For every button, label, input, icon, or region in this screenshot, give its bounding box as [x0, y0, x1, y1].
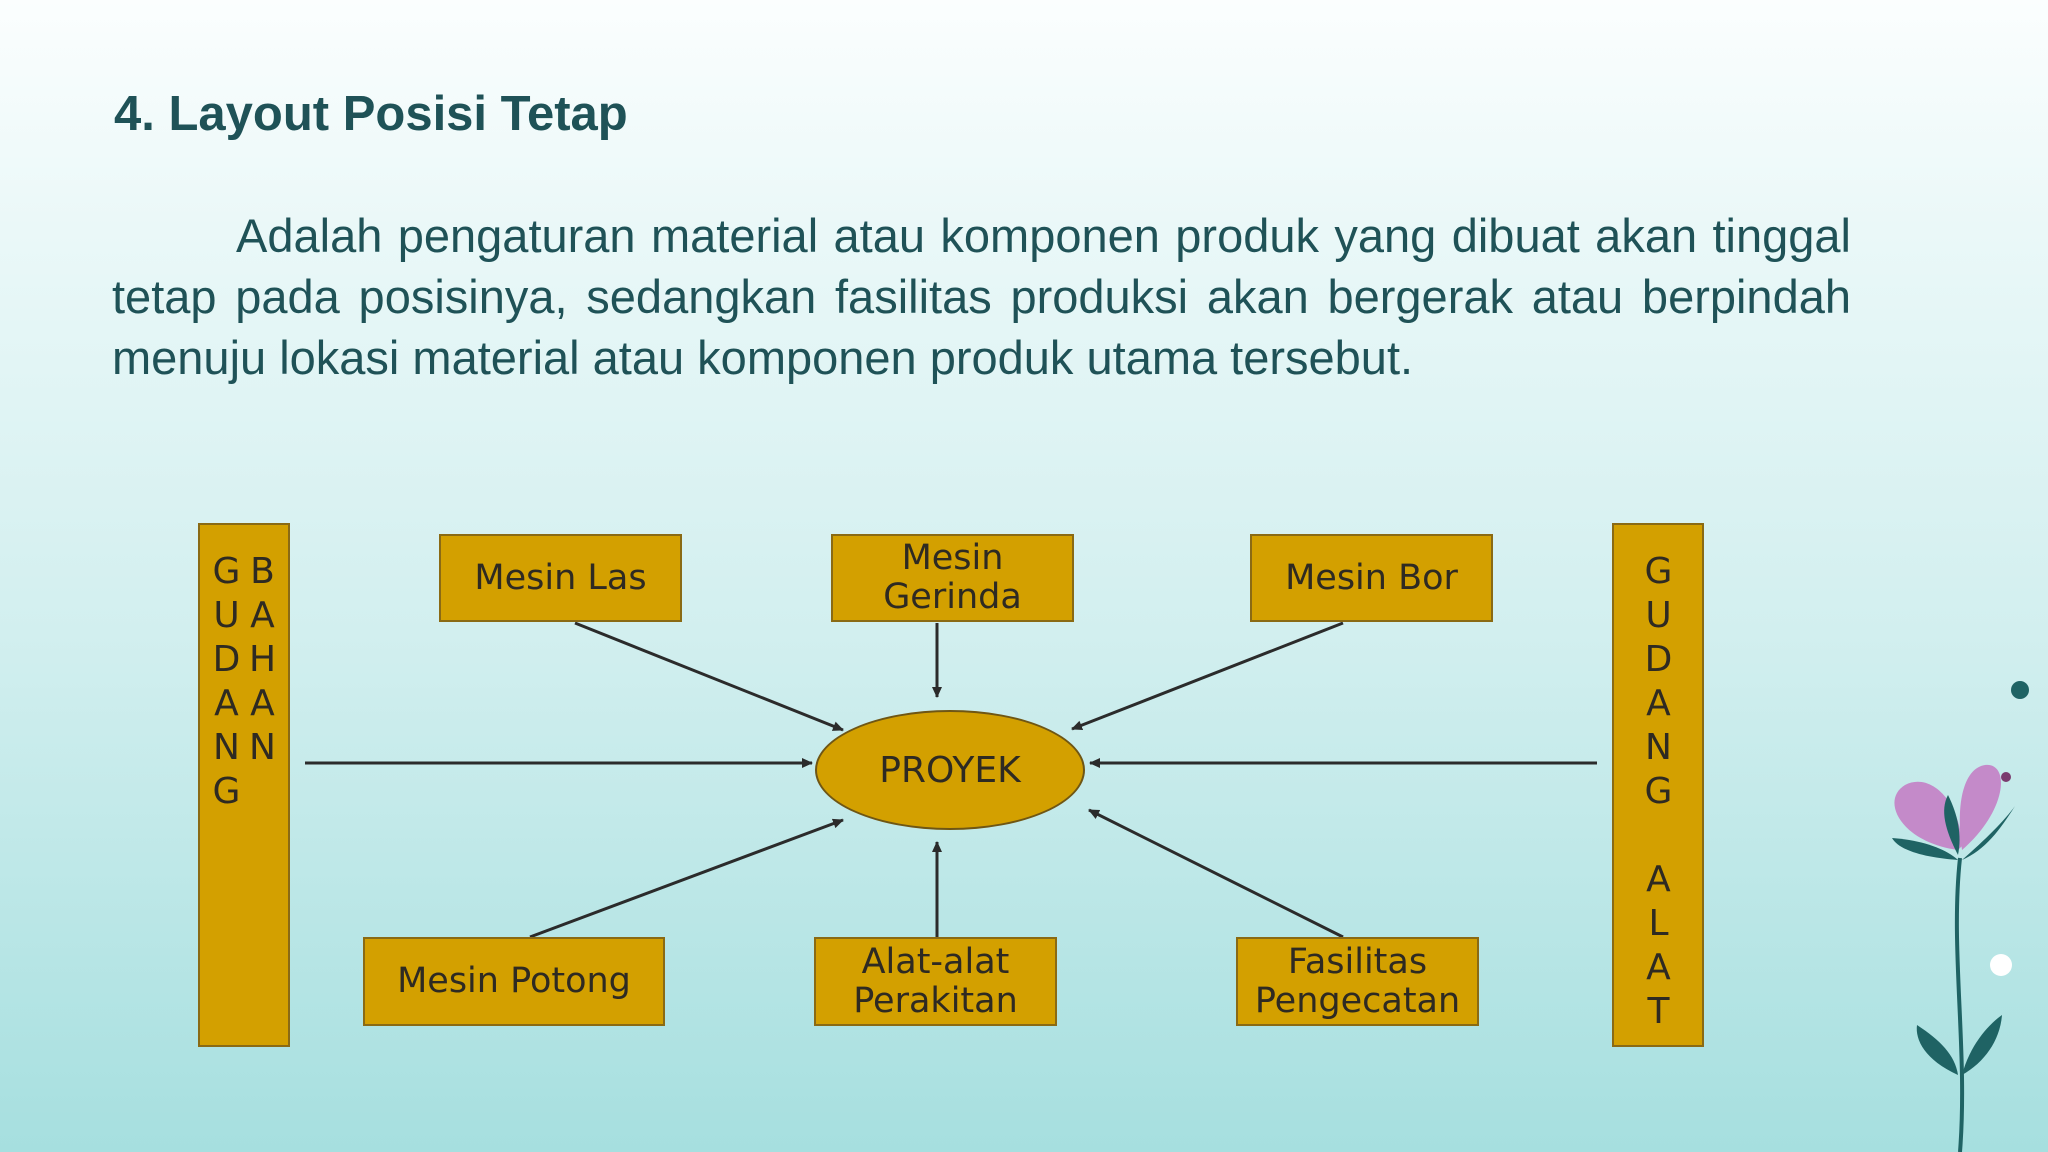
proyek-ellipse: PROYEK: [815, 710, 1085, 830]
arrow-mesin-bor: [1071, 621, 1344, 731]
arrow-mesin-potong: [529, 818, 844, 939]
teal-dot-icon: [2011, 681, 2029, 699]
slide-title: 4. Layout Posisi Tetap: [114, 87, 628, 141]
alat-perakitan-box: Alat-alat Perakitan: [814, 937, 1057, 1026]
slide-paragraph: Adalah pengaturan material atau komponen…: [112, 209, 1851, 384]
mesin-gerinda-box: Mesin Gerinda: [831, 534, 1074, 622]
lower-leaf-left-icon: [1916, 1025, 1958, 1075]
white-dot-icon: [1990, 954, 2012, 976]
gudang-bahan-label: GUDANG BAHAN: [206, 551, 283, 815]
arrow-mesin-las: [574, 621, 844, 732]
flower-bud-leaf-icon: [1944, 795, 1960, 855]
flower-petal-left-icon: [1894, 781, 1962, 850]
arrow-fasilitas-pengecatan: [1088, 808, 1344, 939]
fasilitas-pengecatan-box: Fasilitas Pengecatan: [1236, 937, 1479, 1026]
flower-stem-icon: [1954, 857, 1965, 1152]
proyek-label: PROYEK: [879, 749, 1021, 791]
mesin-bor-box: Mesin Bor: [1250, 534, 1493, 622]
lower-leaf-right-icon: [1962, 1015, 2002, 1075]
flower-leaf-left-icon: [1892, 838, 1958, 860]
mesin-potong-box: Mesin Potong: [363, 937, 665, 1026]
gudang-bahan-box: GUDANG BAHAN: [198, 523, 290, 1047]
mesin-las-box: Mesin Las: [439, 534, 682, 622]
gudang-alat-box: GUDANG ALAT: [1612, 523, 1704, 1047]
flower-petal-right-icon: [1959, 764, 2001, 850]
small-purple-dot-icon: [2001, 772, 2011, 782]
gudang-alat-label: GUDANG ALAT: [1638, 551, 1679, 1035]
